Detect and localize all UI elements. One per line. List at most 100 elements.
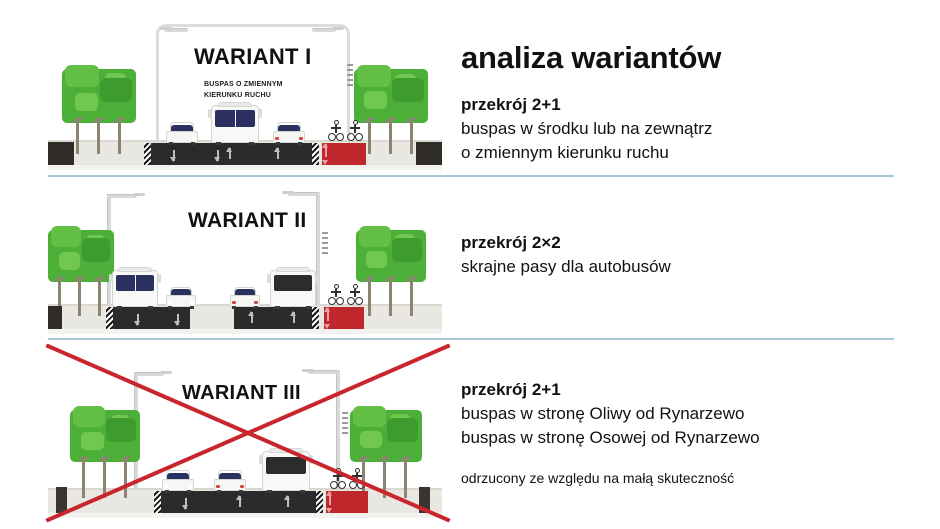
variant-1-sub-line-2: KIERUNKU RUCHU [204, 92, 271, 99]
carriageway-right [234, 307, 314, 329]
lane-arrow-up [236, 495, 243, 510]
variant-3-note: odrzucony ze względu na małą skuteczność [461, 470, 735, 486]
tree-canopy [350, 406, 422, 462]
tree-trunk [368, 276, 371, 316]
variant-1-label: WARIANT I [194, 44, 312, 69]
street-lamp-arm-left [107, 194, 137, 198]
tree-trunk [118, 117, 121, 154]
tree-trunk [410, 117, 413, 154]
bike-path [326, 491, 368, 513]
tree-group-left [62, 65, 136, 154]
variant-2-line-1: skrajne pasy dla autobusów [461, 257, 671, 276]
cyclist-figure [347, 120, 363, 142]
lane-arrow-up [226, 147, 233, 162]
tree-canopy [356, 226, 426, 282]
bike-path [324, 307, 364, 329]
car-vehicle [166, 287, 196, 309]
edge-hatching-left [106, 307, 113, 329]
tree-trunk [103, 456, 106, 498]
street-lamp-pole-right [336, 370, 340, 488]
variant-1-line-1: buspas w środku lub na zewnątrz [461, 119, 713, 138]
variant-3-heading: przekrój 2+1 [461, 380, 561, 399]
lane-arrow-up [248, 311, 255, 326]
lane-arrow-down [182, 495, 189, 510]
lane-arrow-down [214, 147, 221, 162]
carriageway [158, 491, 318, 513]
variant-1-heading: przekrój 2+1 [461, 95, 561, 114]
tree-canopy [354, 65, 428, 123]
cyclist-figure [328, 120, 344, 142]
street-lamp-arm-right [288, 192, 318, 196]
cyclist-figure [328, 284, 344, 306]
pole-sign-ticks [342, 412, 348, 434]
tree-group-right [354, 65, 428, 154]
tree-trunk [82, 456, 85, 498]
tree-canopy [62, 65, 136, 123]
variant-2-label: WARIANT II [188, 209, 307, 232]
lane-arrow-up [274, 147, 281, 162]
street-lamp-head-left [160, 371, 172, 374]
street-lamp-head-left [133, 193, 145, 196]
variant-2-heading: przekrój 2×2 [461, 233, 561, 252]
ground-base [48, 165, 442, 170]
car-vehicle [273, 122, 305, 145]
gantry-frame [156, 24, 350, 157]
tree-trunk [389, 276, 392, 316]
street-lamp-head-right [302, 369, 314, 372]
cyclist-figure [347, 284, 363, 306]
tree-trunk [97, 117, 100, 154]
rejected-cross-mark [45, 343, 451, 523]
edge-hatching-right [316, 491, 323, 513]
tree-group-right [356, 226, 426, 316]
carriageway-left [110, 307, 190, 329]
street-lamp-arm-left [134, 372, 164, 376]
street-lamp-arm-right [308, 370, 338, 374]
lane-arrow-up [290, 311, 297, 326]
lane-arrow-down [134, 311, 141, 326]
tree-group-left [70, 406, 140, 498]
variant-1-line-2: o zmiennym kierunku ruchu [461, 143, 669, 162]
variant-2-description: przekrój 2×2 skrajne pasy dla autobusów [461, 231, 671, 279]
variant-3-line-1: buspas w stronę Oliwy od Rynarzewo [461, 404, 745, 423]
carriageway [148, 143, 314, 165]
car-vehicle [230, 287, 260, 309]
edge-hatching-left [154, 491, 161, 513]
tree-trunk [410, 276, 413, 316]
lane-arrow-down [174, 311, 181, 326]
car-vehicle [166, 122, 198, 145]
retaining-wall-left [48, 306, 62, 329]
retaining-wall-right [416, 142, 442, 165]
variant-1-sub-line-1: BUSPAS O ZMIENNYM [204, 81, 283, 88]
edge-hatching-left [144, 143, 151, 165]
edge-hatching-right [312, 307, 319, 329]
bus-vehicle [109, 267, 161, 309]
tree-trunk [124, 456, 127, 498]
gantry-lamp-arm-left [164, 28, 188, 32]
gantry-lamp-arm-right [312, 28, 336, 32]
edge-hatching-right [312, 143, 319, 165]
lane-arrow-down [170, 147, 177, 162]
tree-trunk [404, 456, 407, 498]
tree-canopy [70, 406, 140, 462]
lane-arrow-up [284, 495, 291, 510]
tree-canopy [48, 226, 114, 282]
car-vehicle [214, 470, 246, 493]
tree-trunk [362, 456, 365, 498]
retaining-wall-left [48, 142, 74, 165]
tree-trunk [383, 456, 386, 498]
variant-1-description: przekrój 2+1 buspas w środku lub na zewn… [461, 93, 712, 165]
retaining-wall-right [419, 487, 430, 513]
street-lamp-head-right [282, 191, 294, 194]
tree-trunk [78, 276, 81, 316]
car-vehicle [162, 470, 194, 493]
tree-trunk [389, 117, 392, 154]
variant-1-illustration: WARIANT I BUSPAS O ZMIENNYM KIERUNKU RUC… [48, 22, 442, 170]
gantry-lamp-head-left [160, 27, 172, 30]
retaining-wall-left [56, 487, 67, 513]
gantry-lamp-head-right [332, 27, 344, 30]
section-divider-1 [48, 175, 894, 177]
tree-trunk [58, 276, 61, 316]
bike-path [322, 143, 366, 165]
page-title: analiza wariantów [461, 40, 722, 75]
variant-3-description: przekrój 2+1 buspas w stronę Oliwy od Ry… [461, 378, 760, 488]
